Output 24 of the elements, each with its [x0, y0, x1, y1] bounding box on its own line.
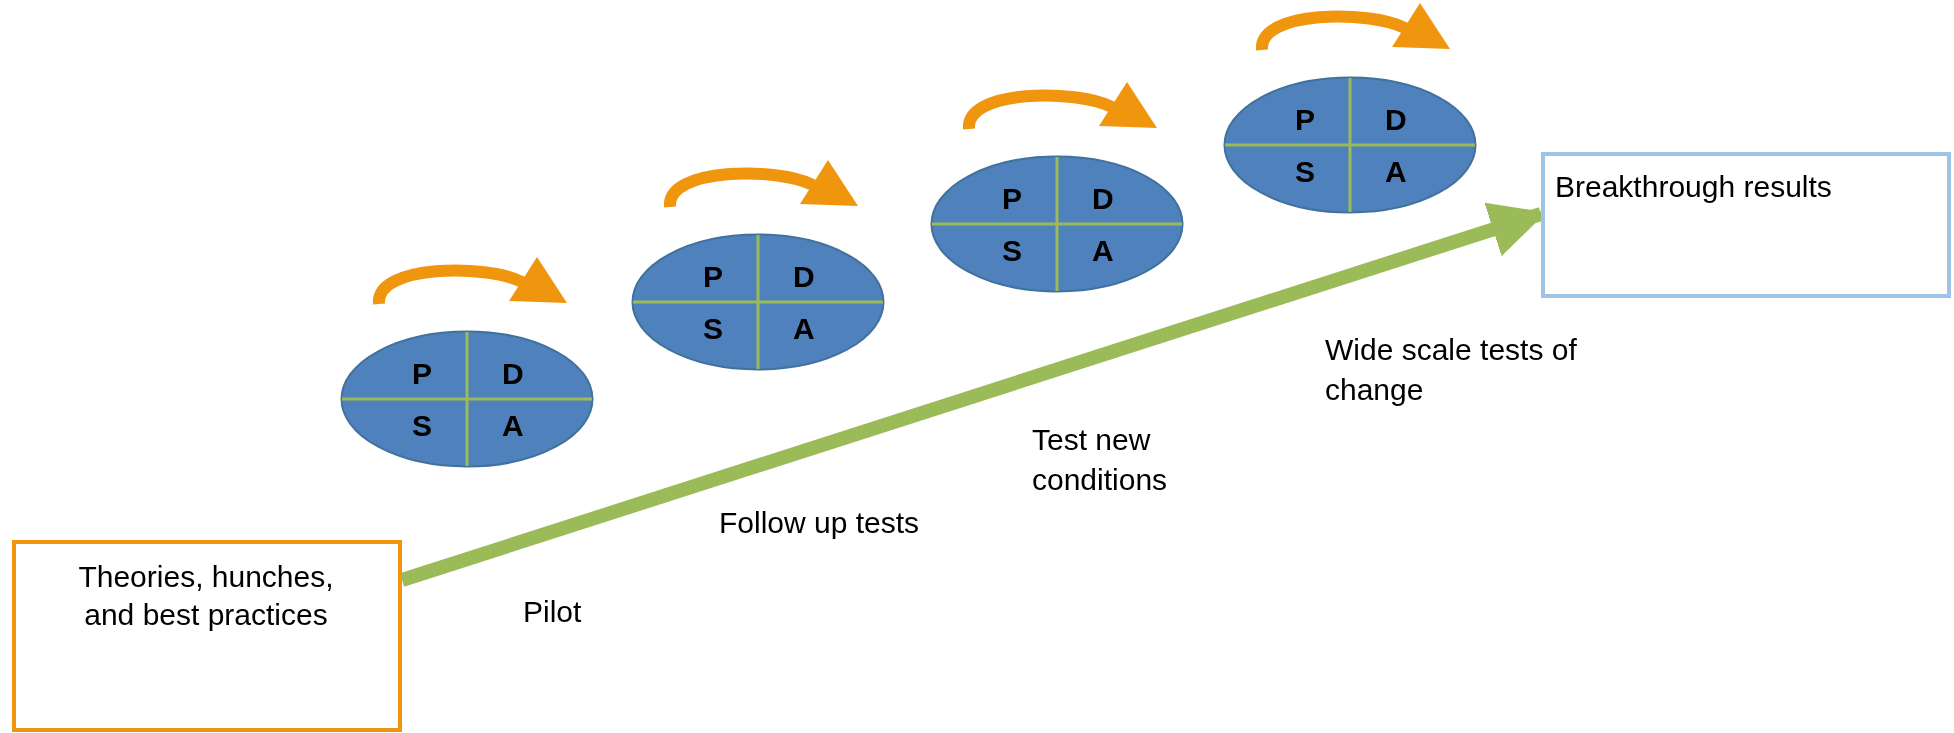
cycle-letter: A: [502, 409, 524, 443]
text-box: [12, 540, 402, 732]
box-text: Breakthrough results: [1555, 169, 1833, 205]
cycle-letter: D: [1092, 182, 1114, 216]
cycle-letter: S: [1295, 155, 1315, 189]
stage-label: Wide scale tests of change: [1325, 332, 1578, 408]
cycle-letter: P: [412, 357, 432, 391]
cycle-letter: A: [1092, 234, 1114, 268]
cycle-letter: A: [793, 312, 815, 346]
cycle-letter: P: [703, 260, 723, 294]
cycle-letter: D: [1385, 103, 1407, 137]
text-box: [1541, 152, 1951, 298]
cycle-letter: S: [703, 312, 723, 346]
cycle-letter: P: [1002, 182, 1022, 216]
stage-label: Follow up tests: [719, 505, 921, 541]
cycle-letter: D: [502, 357, 524, 391]
cycle-letter: S: [1002, 234, 1022, 268]
stage-label: Pilot: [523, 594, 583, 630]
stage-label: Test new conditions: [1032, 422, 1169, 498]
cycle-letter: D: [793, 260, 815, 294]
cycle-letter: P: [1295, 103, 1315, 137]
cycle-letter: S: [412, 409, 432, 443]
box-text: Theories, hunches, and best practices: [77, 559, 335, 633]
cycle-letter: A: [1385, 155, 1407, 189]
